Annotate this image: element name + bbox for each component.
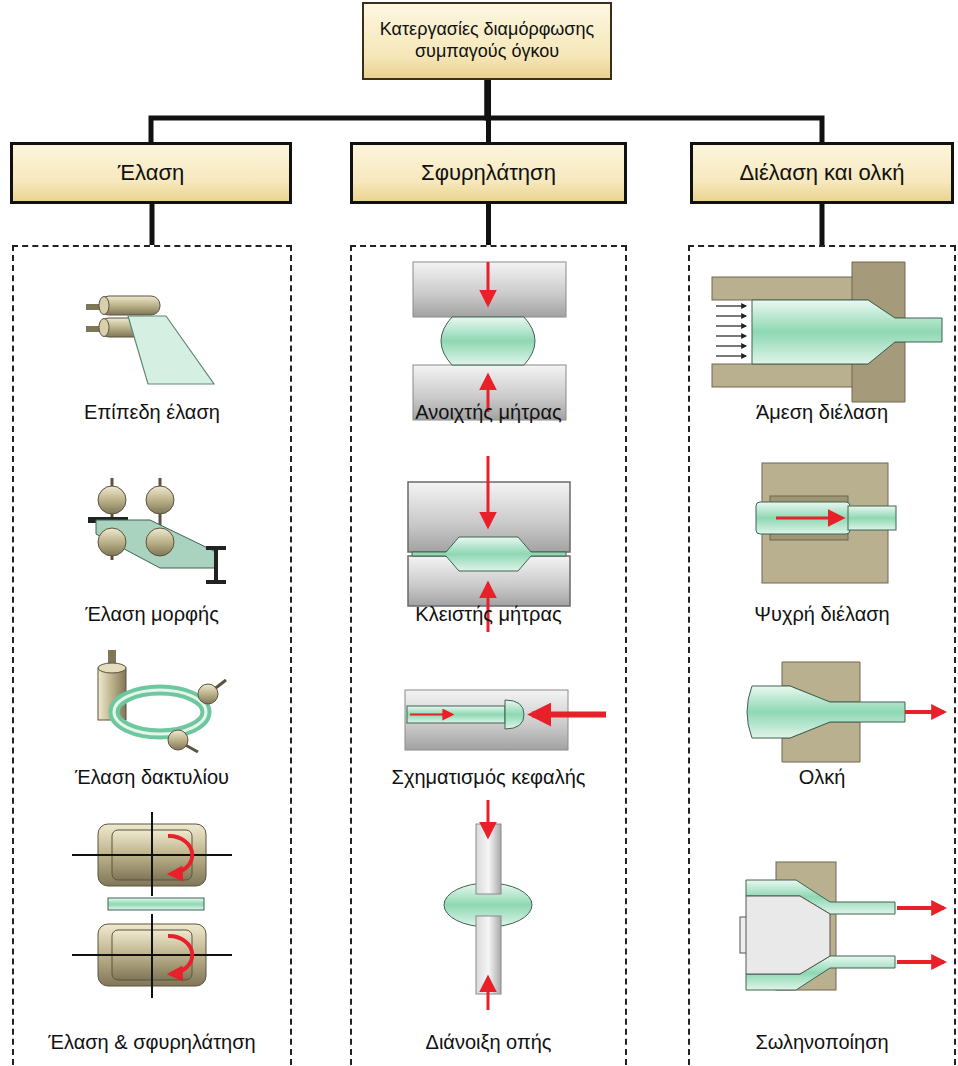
cold-extrusion-figure: [756, 463, 896, 583]
connector-line: [820, 204, 825, 245]
roll-axis: [151, 914, 153, 998]
connector-line: [151, 80, 487, 142]
connector-line: [487, 80, 822, 142]
process-caption: Έλαση δακτυλίου: [75, 765, 229, 789]
process-caption: Σωληνοποίηση: [755, 1030, 888, 1054]
category-box: Έλαση: [10, 142, 292, 204]
profile-roll: [98, 528, 126, 556]
ring-highlight: [114, 690, 206, 734]
roll-shaft: [86, 326, 100, 332]
roll-end: [98, 663, 126, 673]
roll-shaft: [86, 304, 100, 310]
force-arrow: [487, 978, 490, 1010]
box-label: Διέλαση και ολκή: [739, 160, 904, 186]
open-die-figure: [413, 262, 566, 420]
pressure-arrow: [716, 325, 746, 326]
process-panel: Ανοιχτής μήτραςΚλειστής μήτραςΣχηματισμό…: [350, 245, 627, 1066]
i-beam-end: [206, 580, 226, 584]
i-beam-end: [214, 546, 218, 582]
process-panel: Άμεση διέλασηΨυχρή διέλασηΟλκήΣωληνοποίη…: [688, 245, 956, 1066]
force-arrow: [487, 800, 490, 836]
formed-head: [505, 700, 524, 729]
process-caption: Επίπεδη έλαση: [84, 400, 220, 424]
container-wall: [712, 364, 862, 387]
ring-workpiece: [114, 690, 206, 734]
slug: [756, 502, 850, 534]
workpiece: [412, 537, 566, 571]
force-arrow: [487, 262, 490, 304]
punch-arrow: [776, 517, 842, 520]
shape-rolling-figure: [88, 478, 226, 584]
box-label: Σφυρηλάτηση: [421, 160, 556, 186]
roll-end: [99, 319, 109, 337]
mandrel-plug: [746, 896, 830, 974]
heading-figure: [405, 690, 606, 750]
roll-forging-figure: [72, 812, 232, 998]
process-caption: Ψυχρή διέλαση: [754, 602, 889, 626]
process-caption: Διάνοιξη οπής: [426, 1030, 552, 1054]
pressure-arrow: [716, 335, 746, 336]
process-caption: Ανοιχτής μήτρας: [415, 400, 561, 424]
profile-roll: [98, 486, 126, 514]
drawing-figure: [747, 662, 944, 762]
upper-die: [413, 262, 566, 317]
category-box: Σφυρηλάτηση: [350, 142, 627, 204]
pressure-arrow: [716, 315, 746, 316]
category-box: Διέλαση και ολκή: [690, 142, 954, 204]
process-panel: Επίπεδη έλασηΈλαση μορφήςΈλαση δακτυλίου…: [12, 245, 292, 1066]
flow-arrow: [410, 714, 452, 716]
pressure-arrow: [716, 305, 746, 306]
ring-rolling-figure: [98, 650, 226, 752]
roll-axis: [151, 812, 153, 896]
container-wall: [712, 277, 862, 300]
profile-roll: [146, 528, 174, 556]
upper-roll: [100, 296, 160, 315]
piercing-figure: [444, 800, 532, 1010]
process-caption: Άμεση διέλαση: [756, 400, 888, 424]
pull-arrow: [905, 710, 944, 714]
process-caption: Έλαση & σφυρηλάτηση: [48, 1030, 255, 1054]
pressure-arrow: [716, 345, 746, 346]
extruded-part: [848, 506, 896, 530]
connector-line: [150, 204, 155, 245]
edge-roll: [198, 684, 218, 704]
rotation-arrow: [168, 836, 192, 874]
box-label: Κατεργασίες διαμόρφωσης συμπαγούς όγκου: [374, 19, 600, 62]
roll-end: [99, 297, 109, 315]
rolled-sheet: [128, 316, 214, 384]
billet: [752, 300, 942, 364]
pull-arrow: [897, 960, 944, 964]
process-caption: Έλαση μορφής: [85, 602, 219, 626]
rotation-arrow: [168, 936, 192, 974]
rod: [407, 706, 505, 723]
heading-die: [405, 690, 568, 750]
connector-line: [486, 204, 491, 245]
direct-extrusion-figure: [712, 262, 942, 402]
flat-rolling-figure: [86, 296, 214, 384]
pressure-arrow: [716, 355, 746, 356]
workpiece: [441, 317, 535, 365]
box-label: Έλαση: [118, 160, 184, 186]
root-box: Κατεργασίες διαμόρφωσης συμπαγούς όγκου: [362, 2, 612, 80]
drawn-rod: [747, 686, 905, 738]
process-caption: Κλειστής μήτρας: [415, 602, 561, 626]
tube-drawing-figure: [740, 862, 944, 990]
edge-roll: [168, 730, 188, 750]
rolled-profile: [96, 520, 216, 568]
process-caption: Ολκή: [799, 765, 846, 789]
forged-bar: [108, 898, 204, 910]
force-arrow: [487, 456, 490, 526]
process-caption: Σχηματισμός κεφαλής: [392, 765, 586, 789]
profile-roll: [146, 486, 174, 514]
pull-arrow: [897, 906, 944, 910]
closed-die-figure: [408, 456, 570, 632]
punch-arrow: [532, 712, 606, 718]
